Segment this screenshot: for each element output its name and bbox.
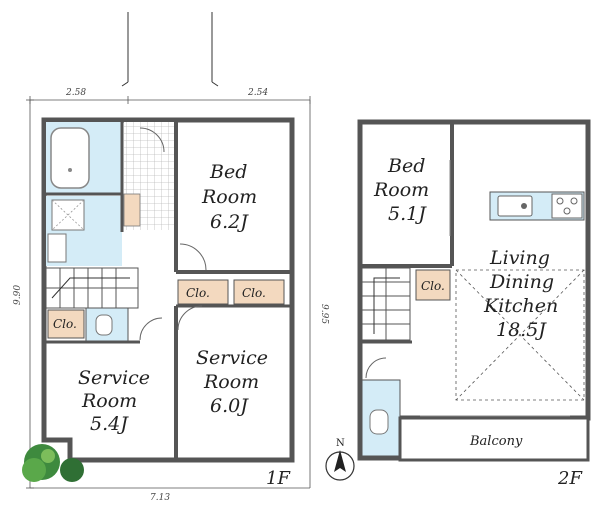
bedroom-2f-label-line1: Bed (387, 155, 425, 177)
toilet-door-2f (365, 357, 387, 379)
closet-1f-mid (177, 279, 229, 305)
closet-1f-left (47, 309, 85, 339)
service-door-left (139, 317, 163, 341)
floor-label-1f: 1F (266, 468, 291, 489)
bedroom-1f-size: 6.2J (210, 211, 249, 233)
closet-label-2f: Clo. (421, 279, 445, 293)
floor-1f: 2.58 2.54 9.90 9.95 7.13 (13, 12, 329, 503)
service-room-left-size: 5.4J (90, 413, 129, 435)
bedroom-2f-size: 5.1J (388, 203, 427, 225)
bath-drain-icon (68, 168, 72, 172)
stairs-2f (361, 267, 411, 341)
bathtub (50, 127, 90, 189)
balcony (398, 416, 590, 462)
balcony-label: Balcony (469, 434, 523, 449)
closet-2f (415, 269, 451, 301)
service-room-left-line1: Service (78, 367, 150, 389)
dim-bottom: 7.13 (150, 493, 170, 503)
ldk-label-line3: Kitchen (483, 295, 558, 317)
sink-icon (497, 195, 533, 217)
dim-right: 9.95 (319, 304, 329, 324)
wash-basin (47, 233, 67, 263)
entrance-door (139, 127, 165, 153)
ceiling-lines (455, 269, 585, 401)
dim-left: 9.90 (13, 285, 23, 305)
bedroom-1f-label-line2: Room (201, 186, 257, 208)
approach-line-bottom-right (211, 81, 219, 87)
service-room-right-line2: Room (203, 371, 259, 393)
service-room-right-line1: Service (196, 347, 268, 369)
ldk-size: 18.5J (496, 319, 547, 341)
bedroom-door-1f (179, 243, 207, 271)
closet-label-1f-right: Clo. (242, 286, 266, 300)
ldk-label-line1: Living (489, 247, 550, 269)
dimension-lines-1f (26, 96, 311, 489)
north-label: N (336, 438, 345, 449)
floor-label-2f: 2F (557, 468, 583, 489)
approach-line-bottom-left (121, 81, 129, 87)
dim-top-left: 2.58 (65, 88, 86, 98)
bush-icon (22, 444, 84, 482)
service-room-left-line2: Room (81, 390, 137, 412)
shoe-box (123, 193, 141, 227)
toilet-1f (95, 314, 113, 336)
service-door-right (177, 305, 203, 331)
bedroom-2f-label-line2: Room (373, 179, 429, 201)
stove-icon (551, 193, 583, 219)
ldk-label-line2: Dining (489, 271, 554, 293)
north-arrow-icon: N (325, 438, 355, 481)
closet-label-1f-mid: Clo. (186, 286, 210, 300)
closet-1f-right (233, 279, 285, 305)
floor-2f: Bed Room 5.1J Living Dining Kitchen 18.5… (325, 119, 591, 489)
closet-label-1f-left: Clo. (53, 317, 77, 331)
toilet-2f (369, 409, 389, 435)
dim-top-right: 2.54 (247, 88, 268, 98)
bedroom-1f-label-line1: Bed (209, 161, 247, 183)
service-room-right-size: 6.0J (210, 395, 249, 417)
stairs-1f (45, 267, 139, 309)
